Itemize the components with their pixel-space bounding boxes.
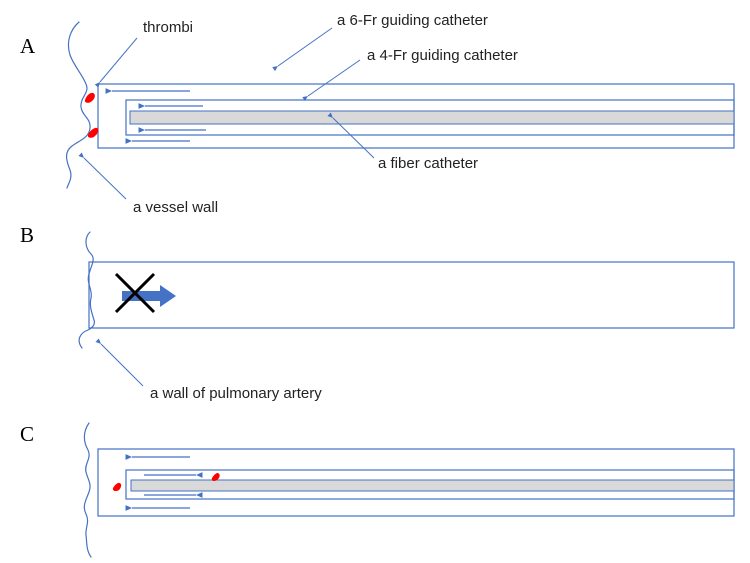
thrombus-c2 xyxy=(211,473,220,482)
label-fiber-catheter: a fiber catheter xyxy=(378,155,478,172)
panel-c: C xyxy=(20,422,735,558)
label-thrombi: thrombi xyxy=(143,19,193,36)
fiber-catheter-c xyxy=(130,479,735,492)
panel-a: A thrombi a 6-Fr guiding catheter a 4-Fr… xyxy=(20,12,735,216)
vessel-wall-c xyxy=(83,422,92,558)
panel-letter-b: B xyxy=(20,223,34,247)
label-vessel-wall: a vessel wall xyxy=(133,199,218,216)
leader-4fr xyxy=(302,59,361,102)
fiber-catheter-a xyxy=(129,110,735,125)
thrombus-c1 xyxy=(112,482,122,492)
blocked-flow-arrow-b xyxy=(122,285,176,307)
leader-vessel-wall xyxy=(78,152,127,200)
panel-b: B a wall of pulmonary artery xyxy=(20,223,735,402)
thrombus-a2 xyxy=(87,127,99,138)
cross-mark-stroke-2 xyxy=(114,272,156,314)
leader-6fr xyxy=(272,27,333,72)
label-pulmonary-artery-wall: a wall of pulmonary artery xyxy=(150,385,322,402)
panel-letter-c: C xyxy=(20,422,34,446)
vessel-wall-a xyxy=(65,21,91,189)
pulmonary-artery-wall-b xyxy=(78,231,95,349)
thrombus-a1 xyxy=(84,92,95,103)
catheter-b xyxy=(88,261,735,329)
leader-fiber xyxy=(327,112,375,159)
leader-pulmonary-wall xyxy=(95,338,144,387)
label-6fr-guiding-catheter: a 6-Fr guiding catheter xyxy=(337,12,488,29)
label-4fr-guiding-catheter: a 4-Fr guiding catheter xyxy=(367,47,518,64)
leader-thrombi xyxy=(94,37,138,88)
panel-letter-a: A xyxy=(20,34,36,58)
